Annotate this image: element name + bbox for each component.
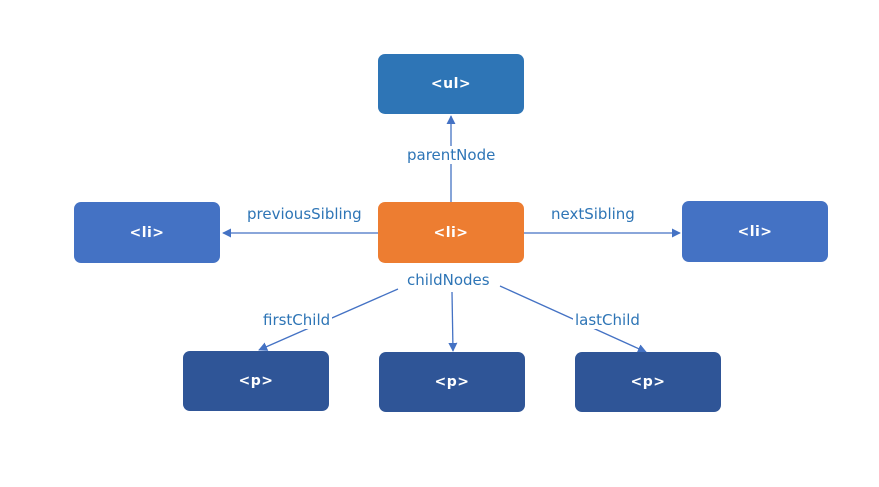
label-previous-sibling: previousSibling <box>245 205 364 223</box>
label-parent-node: parentNode <box>405 146 498 164</box>
node-li-previous: <li> <box>74 202 220 263</box>
node-li-current: <li> <box>378 202 524 263</box>
node-p-last: <p> <box>575 352 721 412</box>
label-first-child: firstChild <box>261 311 333 329</box>
node-li-next: <li> <box>682 201 828 262</box>
label-last-child: lastChild <box>573 311 642 329</box>
label-next-sibling: nextSibling <box>549 205 637 223</box>
label-child-nodes: childNodes <box>405 271 492 289</box>
arrow-child-nodes <box>448 291 458 352</box>
node-p-first: <p> <box>183 351 329 411</box>
node-ul: <ul> <box>378 54 524 114</box>
node-p-middle: <p> <box>379 352 525 412</box>
